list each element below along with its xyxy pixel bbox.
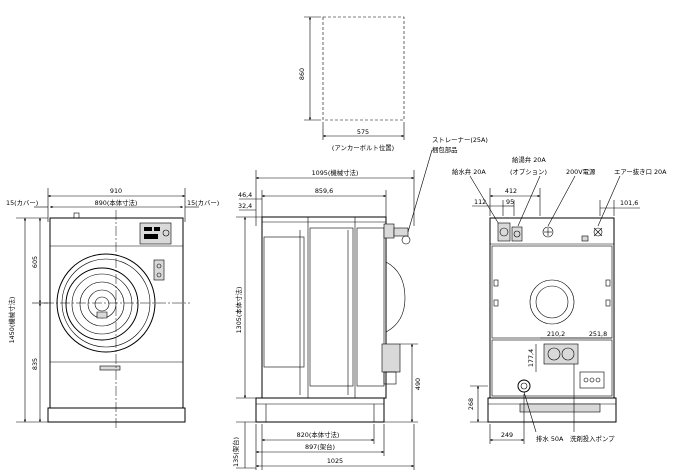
front-door-hinge (153, 259, 165, 281)
rear-detergent-pump-label: 洗剤投入ポンプ (570, 434, 615, 443)
rear-water-supply-valve (497, 222, 511, 242)
strainer-sub-label: 梱包部品 (432, 145, 458, 154)
front-dim-total-width: 910 (110, 187, 122, 195)
side-panel-middle (309, 227, 354, 387)
side-view: 1095(機械寸法) 859,6 46,4 32,4 1305(本体寸法) スト… (231, 136, 488, 470)
rear-view: 給湯弁 20A (オプション) 給水弁 20A 200V電源 エアー抜き口 20… (452, 155, 667, 444)
side-dim-859: 859,6 (315, 187, 333, 195)
front-dim-body-width: 890(本体寸法) (95, 198, 138, 207)
side-dim-1025: 1025 (327, 457, 343, 465)
rear-hot-water-label: 給湯弁 20A (512, 155, 546, 164)
rear-air-vent-label: エアー抜き口 20A (614, 167, 667, 176)
strainer-label: ストレーナー(25A) (432, 136, 488, 144)
rear-air-vent (593, 227, 603, 237)
rear-power-label: 200V電源 (566, 167, 596, 176)
side-body (261, 216, 387, 399)
anchor-caption: (アンカーボルト位置) (332, 143, 394, 152)
front-dim-machine-height: 1450(機械寸法) (7, 297, 16, 344)
front-dim-upper: 605 (31, 256, 39, 268)
rear-power-inlet (542, 226, 554, 238)
rear-hot-water-valve (511, 226, 523, 242)
rear-lower-panel (491, 339, 613, 397)
rear-dim-177: 177,4 (527, 349, 535, 367)
side-dim-1305: 1305(本体寸法) (234, 287, 243, 334)
side-dim-897: 897(架台) (305, 442, 335, 451)
front-control-panel (139, 222, 172, 245)
rear-water-supply-label: 給水弁 20A (452, 167, 486, 176)
side-dim-32: 32,4 (238, 202, 252, 210)
side-dim-490: 490 (414, 378, 422, 390)
rear-drain-label: 排水 50A (536, 434, 564, 443)
front-cover-right: 15(カバー) (187, 199, 219, 207)
rear-motor (529, 279, 575, 325)
side-dim-46: 46,4 (238, 191, 252, 199)
side-dim-1095: 1095(機械寸法) (312, 168, 359, 177)
rear-dim-249: 249 (501, 431, 513, 439)
rear-dim-112: 112 (474, 198, 486, 206)
rear-dim-101: 101,6 (620, 199, 638, 207)
anchor-bolt-outline (322, 16, 405, 121)
side-panel-front (263, 236, 305, 368)
rear-hot-water-option: (オプション) (510, 168, 547, 176)
rear-base-frame (487, 397, 617, 423)
side-base-frame (255, 397, 385, 423)
rear-dim-210: 210,2 (547, 330, 565, 338)
front-dim-lower: 835 (31, 358, 39, 370)
rear-detergent-pump-block (543, 343, 579, 365)
strainer-leader (407, 149, 433, 233)
front-cover-left: 15(カバー) (6, 199, 38, 207)
side-panel-rear (356, 227, 385, 387)
rear-dim-95: 95 (506, 198, 514, 206)
front-base (47, 407, 186, 423)
side-motor-housing (385, 261, 406, 333)
anchor-bolt-view: 860 575 (アンカーボルト位置) (298, 16, 405, 152)
side-drain-pump (381, 343, 401, 373)
rear-dim-251: 251,8 (589, 330, 607, 338)
front-door-glass (65, 267, 139, 341)
rear-dim-268: 268 (467, 398, 475, 410)
rear-drain-outlet (517, 379, 531, 393)
anchor-dim-height: 860 (298, 68, 306, 80)
side-dim-820: 820(本体寸法) (297, 430, 340, 439)
rear-body (489, 217, 615, 399)
anchor-dim-width: 575 (357, 128, 369, 136)
front-body (49, 217, 184, 409)
front-view: 910 890(本体寸法) 15(カバー) 15(カバー) 1450(機械寸法)… (6, 187, 219, 428)
side-dim-135: 135(架台) (231, 437, 240, 467)
rear-dim-412: 412 (505, 187, 517, 195)
